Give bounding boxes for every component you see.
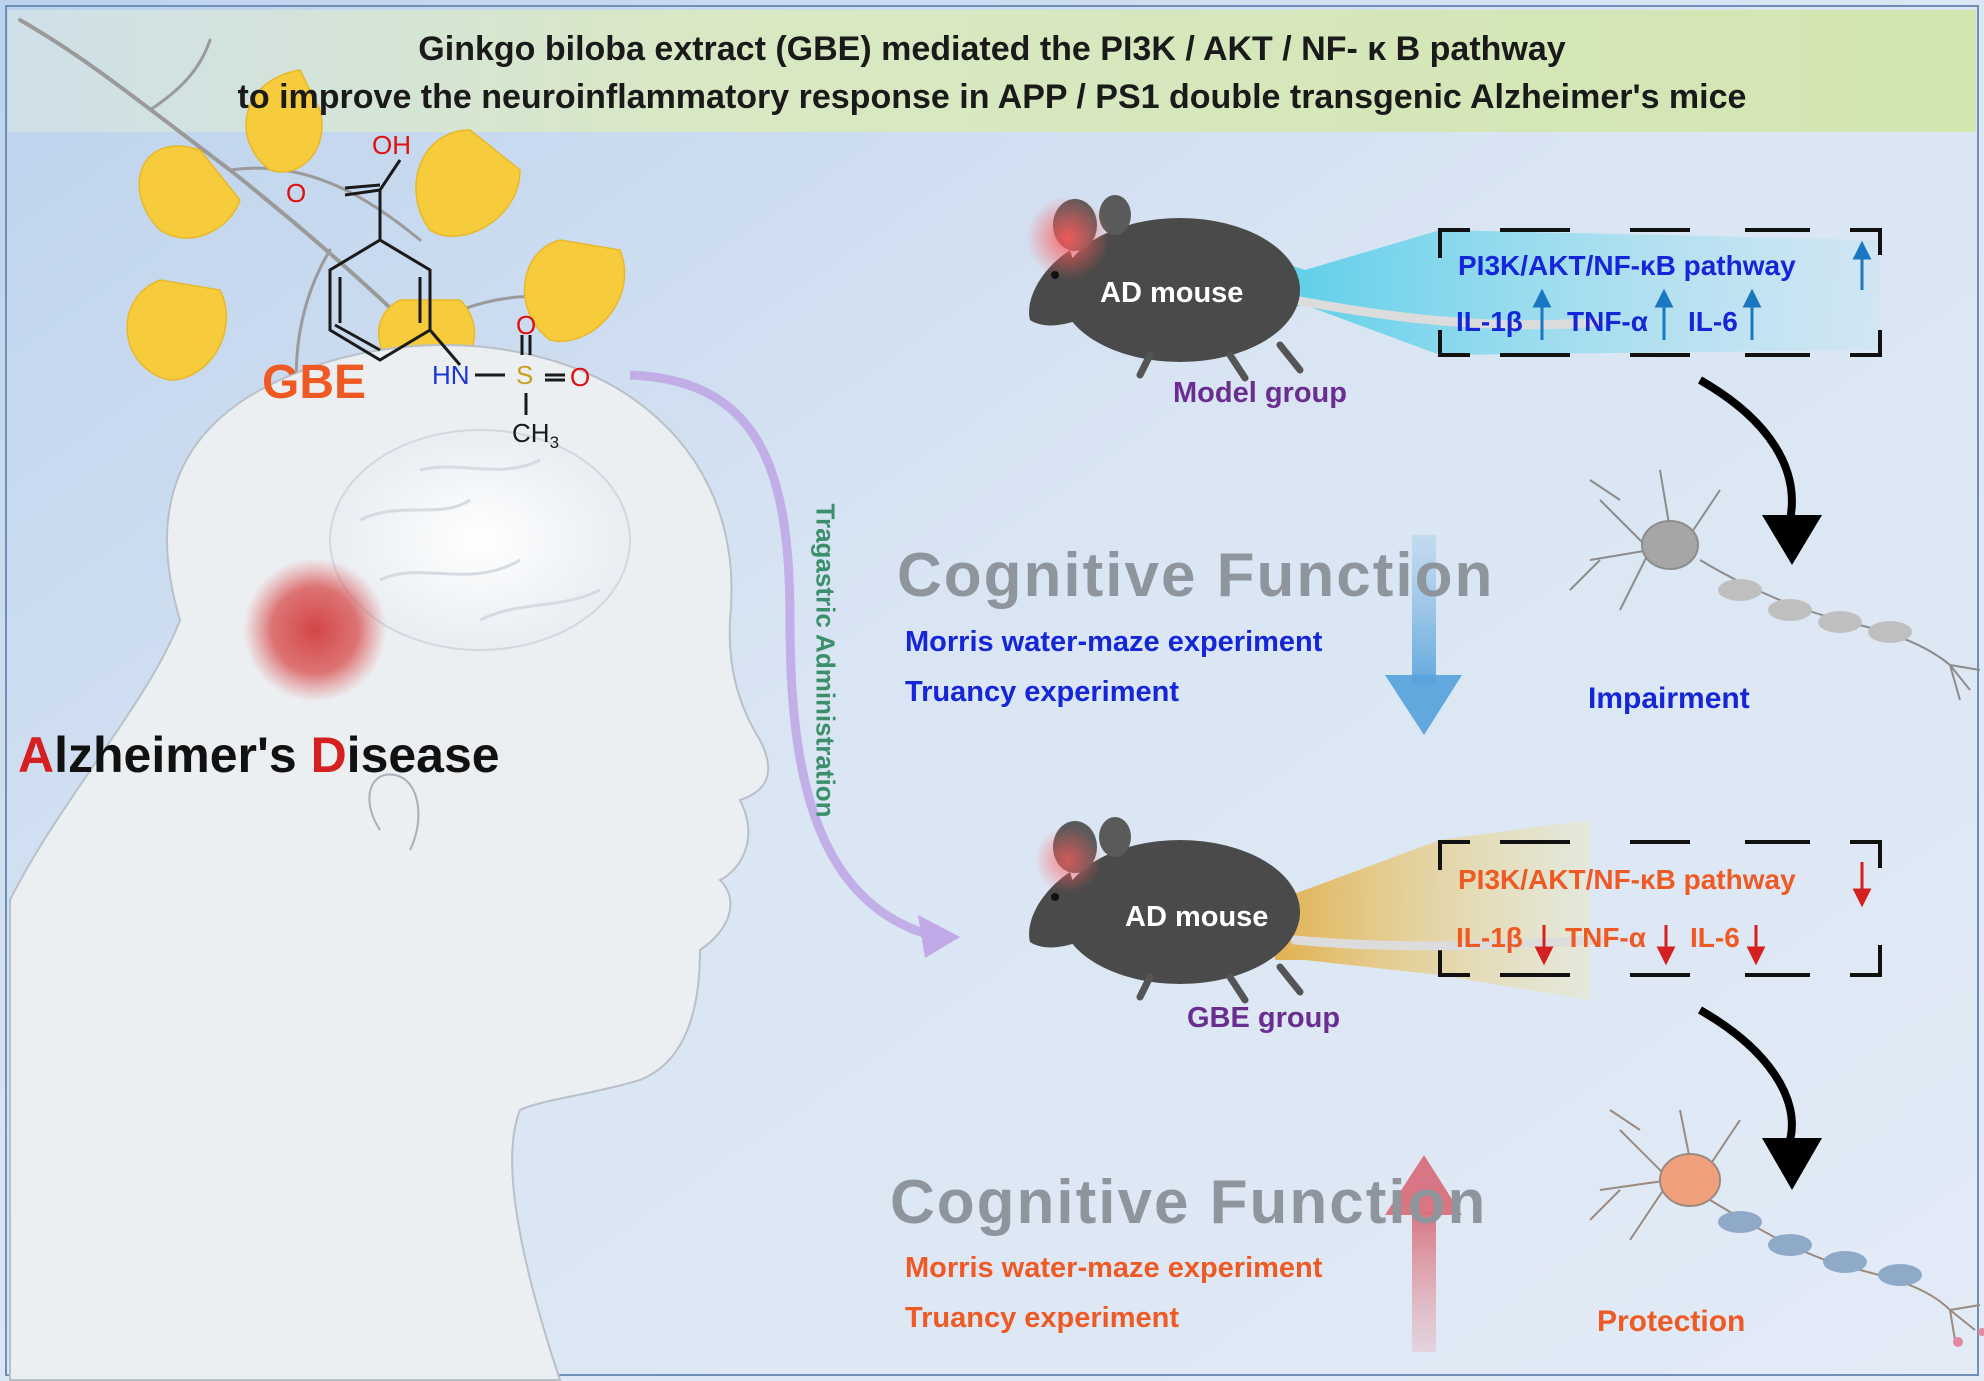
- molecule-ch-text: CH: [512, 418, 550, 448]
- model-mouse-label: AD mouse: [1100, 277, 1244, 309]
- model-il6-label: IL-6: [1688, 306, 1738, 337]
- disease-d-letter: D: [310, 727, 347, 783]
- cognitive-function-title-bottom: Cognitive Function: [890, 1168, 1488, 1237]
- model-il1b-label: IL-1β: [1456, 306, 1523, 337]
- model-dashed-box: [1438, 228, 1882, 357]
- molecule-s-label: S: [516, 360, 534, 390]
- model-group-label: Model group: [1173, 377, 1347, 409]
- model-pathway-label: PI3K/AKT/NF-κB pathway: [1458, 250, 1796, 281]
- gbe-beam: [1275, 820, 1590, 1000]
- outcome-arrow-bottom: [1698, 1006, 1822, 1190]
- gbe-pathway-label: PI3K/AKT/NF-κB pathway: [1458, 864, 1796, 895]
- outcome-arrow-top: [1698, 376, 1822, 565]
- cognitive-bottom-exp1: Morris water-maze experiment: [905, 1252, 1323, 1284]
- gbe-dashed-box: [1438, 840, 1882, 977]
- disease-lzheimer: lzheimer's: [54, 727, 311, 783]
- route-label: Tragastric Administration: [810, 503, 841, 818]
- model-mouse-figure: [1026, 195, 1605, 382]
- cognitive-up-arrow: [1385, 1155, 1462, 1352]
- cognitive-function-title-top: Cognitive Function: [897, 541, 1495, 610]
- gbe-mouse-figure: [1029, 817, 1605, 1004]
- molecule-oh-label: OH: [372, 130, 411, 160]
- protected-neuron: [1589, 1109, 1984, 1347]
- cognitive-top-exp2: Truancy experiment: [905, 676, 1179, 708]
- ear: [368, 773, 420, 851]
- cognitive-top-exp1: Morris water-maze experiment: [905, 626, 1323, 658]
- human-head: [9, 344, 770, 1381]
- gbe-tnfa-label: TNF-α: [1565, 922, 1646, 953]
- molecule-carbonyl-o-label: O: [286, 178, 307, 208]
- lesion-spot: [243, 558, 387, 702]
- title-line-2: to improve the neuroinflammatory respons…: [237, 78, 1747, 116]
- molecule-ch-subscript: 3: [549, 433, 560, 453]
- molecule-o-right-label: O: [570, 362, 591, 392]
- gbe-mouse-label: AD mouse: [1125, 901, 1269, 933]
- disease-a-letter: A: [18, 727, 55, 783]
- title-line-1: Ginkgo biloba extract (GBE) mediated the…: [418, 30, 1566, 68]
- route-arrow: [629, 370, 960, 958]
- cognitive-bottom-exp2: Truancy experiment: [905, 1302, 1179, 1334]
- molecule-o-top-label: O: [516, 310, 537, 340]
- cognitive-down-arrow: [1385, 535, 1462, 735]
- molecule-hn-label: HN: [432, 360, 470, 390]
- brain: [329, 429, 631, 651]
- gbe-label: GBE: [262, 356, 367, 409]
- gbe-il1b-label: IL-1β: [1456, 922, 1523, 953]
- model-mouse-tail: [1290, 295, 1605, 330]
- model-outcome-label: Impairment: [1588, 682, 1750, 715]
- gbe-outcome-label: Protection: [1597, 1305, 1746, 1338]
- molecule-ch3-label: CH3: [512, 418, 559, 453]
- impaired-neuron: [1569, 469, 1981, 701]
- gbe-group-label: GBE group: [1187, 1002, 1341, 1034]
- disease-isease: isease: [346, 727, 500, 783]
- model-up-arrows: [1532, 240, 1872, 340]
- model-tnfa-label: TNF-α: [1567, 306, 1648, 337]
- title-band: [8, 10, 1976, 132]
- gbe-il6-label: IL-6: [1690, 922, 1740, 953]
- gbe-mouse-tail: [1290, 935, 1605, 951]
- figure-border: [5, 5, 1979, 1376]
- disease-label: Alzheimer's Disease: [18, 726, 500, 784]
- molecule-structure: [328, 159, 565, 415]
- gbe-down-arrows: [1534, 862, 1872, 966]
